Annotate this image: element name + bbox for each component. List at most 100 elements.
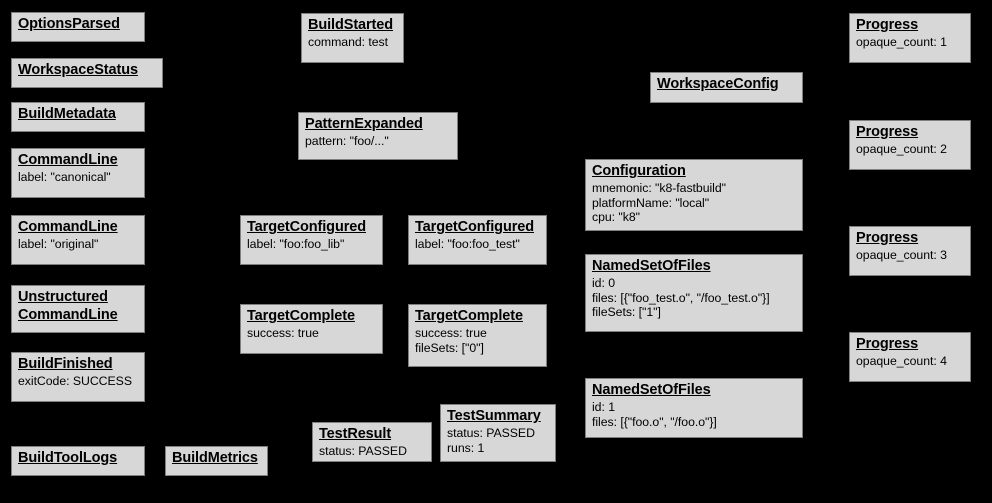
event-node-progress-1[interactable]: Progress opaque_count: 1 <box>849 13 971 63</box>
node-fields: success: true <box>247 326 376 341</box>
node-title-wrap: NamedSetOfFiles <box>592 258 796 275</box>
node-title: BuildMetrics <box>172 450 258 466</box>
event-node-target-configured-foo-lib[interactable]: TargetConfigured label: "foo:foo_lib" <box>240 215 383 265</box>
event-node-test-result[interactable]: TestResult status: PASSED <box>312 422 432 462</box>
node-field: cpu: "k8" <box>592 210 640 225</box>
node-title-wrap: TargetComplete <box>415 308 540 325</box>
node-title: Unstructured <box>18 289 108 305</box>
node-title: Progress <box>856 124 919 140</box>
node-title: BuildFinished <box>18 356 113 372</box>
event-node-progress-2[interactable]: Progress opaque_count: 2 <box>849 120 971 170</box>
node-fields: opaque_count: 3 <box>856 248 964 263</box>
event-node-workspace-status[interactable]: WorkspaceStatus <box>11 58 163 88</box>
node-field: fileSets: ["1"] <box>592 305 661 320</box>
node-field: command: test <box>308 35 388 50</box>
node-title: CommandLine <box>18 307 118 324</box>
node-title-wrap: WorkspaceConfig <box>657 76 796 93</box>
event-node-command-line-original[interactable]: CommandLine label: "original" <box>11 215 145 265</box>
node-title-wrap: BuildToolLogs <box>18 450 138 467</box>
node-field: runs: 1 <box>447 440 485 455</box>
node-fields: pattern: "foo/..." <box>305 134 451 149</box>
node-title-wrap: OptionsParsed <box>18 16 138 33</box>
node-title: Configuration <box>592 163 686 179</box>
node-field: id: 0 <box>592 276 615 291</box>
node-field: label: "foo:foo_test" <box>415 237 520 252</box>
node-field: success: true <box>415 326 487 341</box>
node-field: label: "original" <box>18 237 99 252</box>
node-title: OptionsParsed <box>18 16 120 32</box>
node-title: TestResult <box>319 426 392 442</box>
event-node-progress-3[interactable]: Progress opaque_count: 3 <box>849 226 971 276</box>
event-node-target-complete-foo-lib[interactable]: TargetComplete success: true <box>240 304 383 354</box>
node-fields: command: test <box>308 35 397 50</box>
event-node-options-parsed[interactable]: OptionsParsed <box>11 12 145 42</box>
node-field: pattern: "foo/..." <box>305 134 389 149</box>
node-fields: label: "foo:foo_lib" <box>247 237 376 252</box>
event-node-build-metrics[interactable]: BuildMetrics <box>165 446 268 476</box>
event-node-build-tool-logs[interactable]: BuildToolLogs <box>11 446 145 476</box>
node-title-wrap: CommandLine <box>18 152 138 169</box>
node-fields: mnemonic: "k8-fastbuild"platformName: "l… <box>592 181 796 225</box>
node-title-wrap: TargetComplete <box>247 308 376 325</box>
node-title: PatternExpanded <box>305 116 423 132</box>
node-fields: label: "canonical" <box>18 170 138 185</box>
node-title: BuildMetadata <box>18 106 116 122</box>
node-title-wrap: Progress <box>856 336 964 353</box>
node-field: status: PASSED <box>319 444 407 459</box>
node-field: files: [{"foo.o", "/foo.o"}] <box>592 414 717 429</box>
node-fields: label: "original" <box>18 237 138 252</box>
event-node-command-line-canonical[interactable]: CommandLine label: "canonical" <box>11 148 145 198</box>
node-title: TargetComplete <box>247 308 355 324</box>
node-title: WorkspaceConfig <box>657 76 779 92</box>
node-title: NamedSetOfFiles <box>592 382 711 398</box>
node-title-wrap: CommandLine <box>18 219 138 236</box>
node-field: mnemonic: "k8-fastbuild" <box>592 181 726 196</box>
node-fields: label: "foo:foo_test" <box>415 237 540 252</box>
node-title: TargetConfigured <box>247 219 366 235</box>
node-title-wrap: TestResult <box>319 426 425 443</box>
event-node-workspace-config[interactable]: WorkspaceConfig <box>650 72 803 103</box>
event-node-configuration[interactable]: Configuration mnemonic: "k8-fastbuild"pla… <box>585 159 803 231</box>
node-title: TestSummary <box>447 408 541 424</box>
node-title: TargetComplete <box>415 308 523 324</box>
node-title: CommandLine <box>18 219 118 235</box>
node-field: platformName: "local" <box>592 195 710 210</box>
node-field: opaque_count: 2 <box>856 142 947 157</box>
node-title-wrap: BuildStarted <box>308 17 397 34</box>
node-fields: opaque_count: 1 <box>856 35 964 50</box>
event-node-build-metadata[interactable]: BuildMetadata <box>11 102 145 132</box>
node-title: TargetConfigured <box>415 219 534 235</box>
node-fields: opaque_count: 2 <box>856 142 964 157</box>
node-title-wrap: TargetConfigured <box>247 219 376 236</box>
event-node-target-configured-foo-test[interactable]: TargetConfigured label: "foo:foo_test" <box>408 215 547 265</box>
node-field: opaque_count: 1 <box>856 35 947 50</box>
node-title-wrap: TargetConfigured <box>415 219 540 236</box>
node-title-wrap: Configuration <box>592 163 796 180</box>
node-field: files: [{"foo_test.o", "/foo_test.o"}] <box>592 290 770 305</box>
node-title: CommandLine <box>18 152 118 168</box>
node-title: NamedSetOfFiles <box>592 258 711 274</box>
node-title: Progress <box>856 230 919 246</box>
node-field: id: 1 <box>592 400 615 415</box>
node-field: label: "canonical" <box>18 170 111 185</box>
node-title: BuildStarted <box>308 17 394 33</box>
node-title-wrap: Progress <box>856 124 964 141</box>
event-node-pattern-expanded[interactable]: PatternExpanded pattern: "foo/..." <box>298 112 458 160</box>
node-title: Progress <box>856 17 919 33</box>
node-title-wrap: BuildMetrics <box>172 450 261 467</box>
node-field: label: "foo:foo_lib" <box>247 237 345 252</box>
event-node-build-started[interactable]: BuildStarted command: test <box>301 13 404 63</box>
